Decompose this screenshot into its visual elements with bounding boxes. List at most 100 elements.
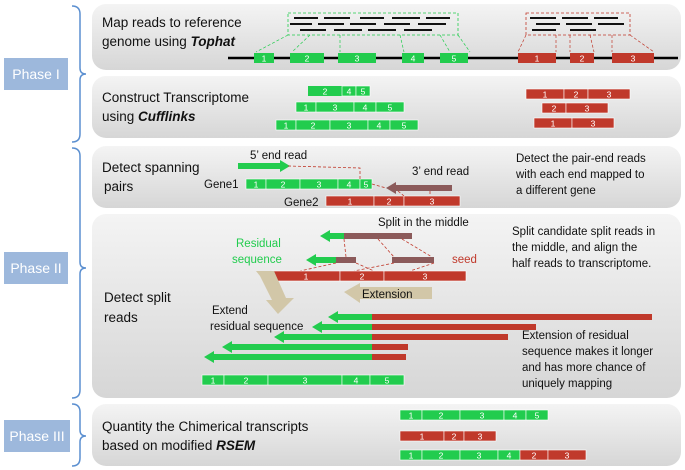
svg-text:3: 3 [631,54,636,64]
gene1-transcript: 1 2 3 4 5 [245,178,373,190]
svg-text:3: 3 [480,411,485,421]
svg-text:1: 1 [254,180,259,190]
svg-text:Extension of residual: Extension of residual [522,330,629,342]
step4-description-1: Split candidate split reads in the middl… [512,226,655,270]
step3-description: Detect the pair-end reads with each end … [515,153,646,197]
exon-3 [612,53,654,63]
svg-text:2: 2 [311,121,316,131]
svg-text:1: 1 [420,432,425,442]
svg-text:3: 3 [478,432,483,442]
residual-label-2: sequence [232,254,282,266]
svg-text:and has more chance of: and has more chance of [522,362,646,374]
exon-2 [570,53,594,63]
step5-line2: based on modified RSEM [102,438,256,453]
svg-text:3: 3 [565,451,570,461]
exon-3 [338,53,376,63]
exon-2 [290,53,324,63]
svg-text:1: 1 [211,376,216,386]
extend-label-2: residual sequence [210,321,303,333]
svg-text:1: 1 [284,121,289,131]
svg-text:4: 4 [507,451,512,461]
step3-line1: Detect spanning [102,160,200,175]
gene1-label: Gene1 [204,179,239,191]
residual-arrow [256,271,294,314]
svg-text:5: 5 [402,121,407,131]
svg-text:4: 4 [363,103,368,113]
svg-text:Detect the pair-end reads: Detect the pair-end reads [516,153,646,165]
read5-label: 5’ end read [250,150,307,162]
svg-text:2: 2 [439,411,444,421]
mapped-reads-cluster-2 [530,17,624,31]
gene1-exons-genome: 1 2 3 4 5 [254,53,468,64]
svg-text:uniquely mapping: uniquely mapping [522,378,612,390]
svg-text:Split candidate split reads in: Split candidate split reads in [512,226,655,238]
svg-text:5: 5 [385,376,390,386]
svg-text:1: 1 [348,197,353,207]
svg-text:4: 4 [513,411,518,421]
phase-2-bracket [71,147,87,399]
svg-text:2: 2 [281,180,286,190]
svg-text:3: 3 [355,54,360,64]
svg-text:1: 1 [409,451,414,461]
gene2-transcript-b: 2 3 [541,102,609,114]
svg-text:2: 2 [580,54,585,64]
svg-text:3: 3 [303,376,308,386]
gene2-transcript-c: 1 3 [533,117,615,129]
cluster-1-box [287,12,459,36]
svg-text:3: 3 [477,451,482,461]
half-reads [306,254,434,266]
svg-text:3: 3 [317,180,322,190]
svg-text:3: 3 [430,197,435,207]
svg-text:4: 4 [411,54,416,64]
svg-text:half reads to transcriptome.: half reads to transcriptome. [512,258,651,270]
gene2-exons-genome: 1 2 3 [518,53,654,64]
panel-quantify [92,404,681,466]
extension-arrow [344,283,432,303]
step3-line2: pairs [104,179,134,194]
svg-text:3: 3 [591,119,596,129]
residual-label-1: Residual [236,238,281,250]
svg-text:5: 5 [388,103,393,113]
svg-text:3: 3 [347,121,352,131]
step4-line2: reads [104,310,138,325]
chimeric-transcript-a: 1 2 3 4 5 [399,409,549,421]
read3-label: 3’ end read [412,166,469,178]
read5-arrow [238,160,290,172]
extension-label: Extension [362,289,413,301]
gene1-transcript-b: 1 3 4 5 [295,101,405,113]
svg-text:2: 2 [387,197,392,207]
svg-text:3: 3 [607,90,612,100]
svg-text:5: 5 [452,54,457,64]
svg-text:1: 1 [304,103,309,113]
phase-1-label: Phase I [12,66,59,82]
svg-text:2: 2 [452,432,457,442]
svg-text:2: 2 [574,90,579,100]
step5-line1: Quantity the Chimerical transcripts [102,419,309,434]
step2-line2: using Cufflinks [102,109,196,124]
gene2-label: Gene2 [284,197,319,209]
phase-3-box: Phase III [4,420,70,452]
svg-text:1: 1 [543,90,548,100]
svg-text:1: 1 [535,54,540,64]
gene2-transcript-a: 1 2 3 [525,88,631,100]
step4-line1: Detect split [104,290,171,305]
step4-description-2: Extension of residual sequence makes it … [522,330,653,390]
svg-text:1: 1 [409,411,414,421]
phase-1-box: Phase I [4,58,68,90]
extended-reads [204,311,652,363]
svg-text:with each end mapped to: with each end mapped to [515,169,645,181]
svg-text:1: 1 [551,119,556,129]
phase-3-bracket [71,403,87,467]
phase-2-box: Phase II [4,252,68,284]
svg-text:4: 4 [354,376,359,386]
cluster-1-links [255,34,471,53]
svg-text:5: 5 [364,180,369,190]
phase-3-label: Phase III [9,428,64,444]
svg-text:2: 2 [552,104,557,114]
gene2-transcript: 1 2 3 [325,195,461,207]
step2-line1: Construct Transcriptome [102,90,249,105]
svg-text:2: 2 [323,87,328,97]
split-links [299,238,435,272]
mapped-reads-cluster-1 [290,17,450,31]
